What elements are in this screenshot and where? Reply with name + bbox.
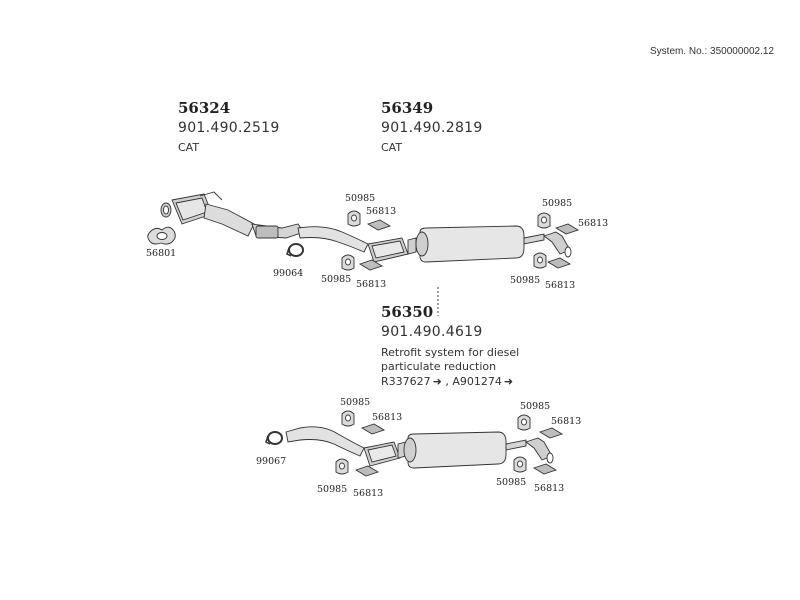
part-label: 50985 [510,275,541,286]
flange-56801 [147,202,176,245]
part-label: 99067 [256,456,287,467]
product-code-3: 901.490.4619 [381,324,483,340]
hanger-50985-bottom [335,410,531,475]
part-label: 56813 [372,412,403,423]
middle-pipe-bottom [285,426,365,457]
part-label: 56813 [551,416,582,427]
product-number-2: 56349 [381,99,434,117]
product-code-1: 901.490.2519 [178,120,280,136]
ref-separator: , [445,375,449,388]
arrow-right-icon: ➜ [503,375,514,388]
part-label: 56813 [356,279,387,290]
part-label: 50985 [345,193,376,204]
part-label: 50985 [321,274,352,285]
part-label: 50985 [340,397,371,408]
ref-link-1[interactable]: R337627 [381,375,431,388]
part-label: 56801 [146,248,177,259]
part-label: 50985 [542,198,573,209]
clamp-99067 [265,431,283,445]
rear-muffler-bottom [397,431,554,469]
part-label: 50985 [520,401,551,412]
arrow-right-icon: ➜ [432,375,442,388]
system-number: System. No.: 350000002.12 [650,46,774,57]
part-label: 56813 [366,206,397,217]
hanger-50985 [341,210,551,271]
clamp-99064 [286,243,304,257]
product-number-3: 56350 [381,303,434,321]
product-number-1: 56324 [178,99,231,117]
part-label: 56813 [353,488,384,499]
part-label: 50985 [317,484,348,495]
part-label: 50985 [496,477,527,488]
bracket-56813-bottom [354,423,564,477]
product-desc-3-line-2: particulate reduction [381,360,497,373]
part-label: 56813 [534,483,565,494]
rear-muffler-top [407,225,572,263]
product-desc-1: CAT [178,141,200,154]
middle-pipe [297,226,369,253]
product-desc-3-line-1: Retrofit system for diesel [381,346,520,359]
bracket-56813 [358,219,580,271]
flex-joint [255,225,279,239]
part-label: 56813 [545,280,576,291]
part-label: 56813 [578,218,609,229]
catalytic-converter-56324 [171,191,255,237]
product-refs: R337627➜ , A901274➜ [381,375,513,389]
part-label: 99064 [273,268,304,279]
product-desc-2: CAT [381,141,403,154]
product-code-2: 901.490.2819 [381,120,483,136]
ref-link-2[interactable]: A901274 [452,375,502,388]
